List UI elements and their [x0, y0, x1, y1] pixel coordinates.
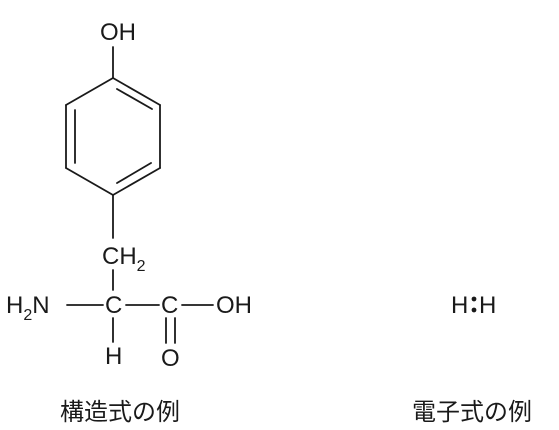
amino-group: H2N: [6, 292, 50, 324]
ring-double-bond: [116, 88, 153, 110]
electron-formula-caption: 電子式の例: [412, 398, 532, 426]
carbonyl-oxygen: O: [161, 345, 180, 372]
amino-h-label: H: [6, 292, 23, 319]
shared-electron-dot: [471, 307, 477, 313]
carboxyl-hydroxyl: OH: [216, 292, 252, 319]
hydroxyl-group-top: OH: [100, 19, 136, 46]
hydrogen-atom-left: H: [451, 292, 468, 319]
amino-n-label: N: [32, 292, 49, 319]
alpha-carbon: C: [105, 292, 122, 319]
methylene-subscript: 2: [137, 258, 146, 275]
ring-bond: [112, 167, 161, 196]
ring-bond: [65, 167, 114, 196]
benzene-ring: [65, 77, 161, 196]
alpha-hydrogen: H: [105, 343, 122, 370]
ring-bond: [112, 77, 161, 106]
amino-subscript: 2: [23, 307, 32, 324]
methylene-label: CH: [102, 243, 137, 270]
ring-double-bond: [116, 162, 152, 184]
electron-formula: H H 電子式の例: [412, 292, 532, 426]
ring-bond: [65, 77, 114, 106]
structural-formula-caption: 構造式の例: [60, 398, 180, 426]
structural-formula: OH CH2 H2N C: [6, 19, 252, 426]
methylene-group: CH2: [102, 243, 146, 275]
carboxyl-carbon: C: [161, 292, 178, 319]
hydrogen-atom-right: H: [479, 292, 496, 319]
shared-electron-dot: [471, 296, 477, 302]
